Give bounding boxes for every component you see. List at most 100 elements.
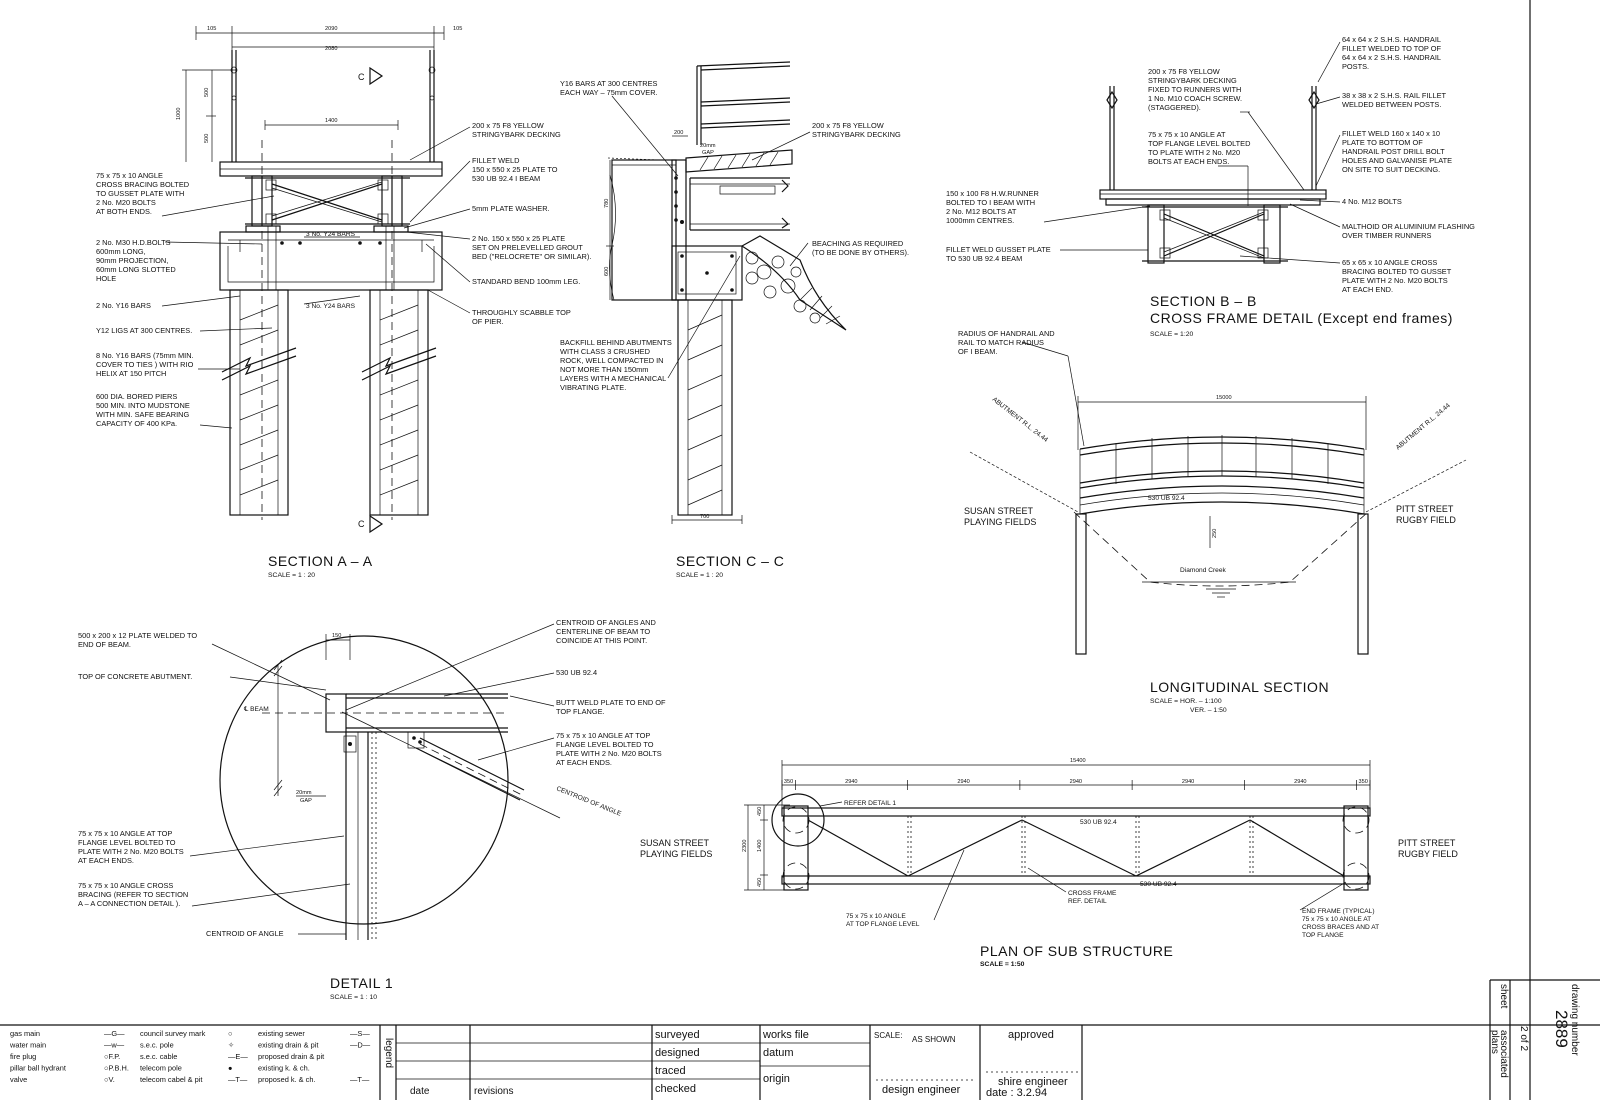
dim-cc-780: 780: [604, 199, 610, 208]
dim-plan-450-bottom: 450: [757, 878, 763, 887]
plan-left-site-line1: SUSAN STREET: [640, 838, 710, 848]
note-bb-r1-line2: FILLET WELDED TO TOP OF: [1342, 44, 1441, 53]
long-right-site-line2: RUGBY FIELD: [1396, 515, 1456, 525]
note-aa-l2-line2: 600mm LONG,: [96, 247, 146, 256]
section-aa-scale: SCALE = 1 : 20: [268, 572, 315, 579]
dim-105-left: 105: [207, 26, 216, 32]
note-aa-l3: 2 No. Y16 BARS: [96, 301, 151, 310]
note-long-radius-line3: OF I BEAM.: [958, 347, 997, 356]
title-date-header: date: [410, 1086, 430, 1097]
note-aa-l2-line5: HOLE: [96, 274, 116, 283]
title-revisions-header: revisions: [474, 1086, 513, 1097]
note-bb-r3-line3: HANDRAIL POST DRILL BOLT: [1342, 147, 1445, 156]
dim-500-upper: 500: [204, 88, 210, 97]
plan-bay-dim: 350: [1359, 779, 1368, 785]
plan-bay-dim: 350: [784, 779, 793, 785]
note-bb-c2-line3: TO PLATE WITH 2 No. M20: [1148, 148, 1240, 157]
note-bb-c2-line1: 75 x 75 x 10 ANGLE AT: [1148, 130, 1226, 139]
note-aa-l1-line3: TO GUSSET PLATE WITH: [96, 189, 184, 198]
plan-angle-note-line1: 75 x 75 x 10 ANGLE: [846, 913, 906, 920]
dim-2080: 2080: [325, 46, 337, 52]
note-cc-n3-line2: (TO BE DONE BY OTHERS).: [812, 248, 909, 257]
plan-end-frame-line2: 75 x 75 x 10 ANGLE AT: [1302, 916, 1371, 923]
note-cc-n2-line2: STRINGYBARK DECKING: [812, 130, 901, 139]
note-d1-n6-line4: AT EACH ENDS.: [556, 758, 612, 767]
long-beam-label: 530 UB 92.4: [1148, 495, 1185, 502]
dim-plan-1400: 1400: [757, 840, 763, 852]
note-bb-r6-line4: AT EACH END.: [1342, 285, 1393, 294]
title-checked: checked: [655, 1083, 696, 1095]
note-aa-l5-line3: HELIX AT 150 PITCH: [96, 369, 166, 378]
note-bb-l2-line1: FILLET WELD GUSSET PLATE: [946, 245, 1051, 254]
plan-end-frame-line1: END FRAME (TYPICAL): [1302, 908, 1375, 915]
note-bb-r6-line1: 65 x 65 x 10 ANGLE CROSS: [1342, 258, 1437, 267]
note-d1-n3-line3: COINCIDE AT THIS POINT.: [556, 636, 647, 645]
dim-1400: 1400: [325, 118, 337, 124]
legend-item-label: pillar ball hydrant: [10, 1064, 66, 1073]
dim-cc-gap: GAP: [702, 150, 714, 156]
legend-item-symbol: ○F.P.: [104, 1052, 120, 1061]
note-d1-l2-line1: 75 x 75 x 10 ANGLE CROSS: [78, 881, 173, 890]
note-cc-n4-line5: LAYERS WITH A MECHANICAL: [560, 374, 666, 383]
title-datum: datum: [763, 1047, 794, 1059]
note-aa-bars-top: 3 No. Y24 BARS: [306, 231, 356, 238]
dim-cc-20mm: 20mm: [700, 143, 716, 149]
detail1-beam-cl: ℄ BEAM: [244, 706, 269, 713]
dim-d1-gap: GAP: [300, 798, 312, 804]
plan-beam-bottom: 530 UB 92.4: [1140, 881, 1177, 888]
note-cc-n4-line1: BACKFILL BEHIND ABUTMENTS: [560, 338, 672, 347]
note-d1-n2: TOP OF CONCRETE ABUTMENT.: [78, 672, 192, 681]
svg-text:RADIUS OF HANDRAIL ANDRAIL TO: RADIUS OF HANDRAIL ANDRAIL TO MATCH RADI…: [958, 329, 1055, 356]
note-aa-l6-line4: CAPACITY OF 400 KPa.: [96, 419, 177, 428]
note-aa-n4-line3: BED ("RELOCRETE" OR SIMILAR).: [472, 252, 591, 261]
long-right-site-line1: PITT STREET: [1396, 504, 1454, 514]
note-long-radius-line2: RAIL TO MATCH RADIUS: [958, 338, 1044, 347]
legend-item-label: gas main: [10, 1029, 40, 1038]
section-aa-title: SECTION A – A: [268, 553, 373, 569]
note-d1-l3: CENTROID OF ANGLE: [206, 929, 284, 938]
note-d1-n3-line2: CENTERLINE OF BEAM TO: [556, 627, 650, 636]
note-aa-n4-line2: SET ON PRELEVELLED GROUT: [472, 243, 583, 252]
legend-item-label: proposed drain & pit: [258, 1052, 324, 1061]
legend-item-symbol: —D—: [350, 1041, 371, 1050]
note-d1-l2-line2: BRACING (REFER TO SECTION: [78, 890, 188, 899]
plan-bay-dim: 2940: [957, 779, 969, 785]
note-bb-r4: 4 No. M12 BOLTS: [1342, 197, 1402, 206]
note-bb-c1-line4: 1 No. M10 COACH SCREW.: [1148, 94, 1242, 103]
section-cc-scale: SCALE = 1 : 20: [676, 572, 723, 579]
note-bb-l1-line3: 2 No. M12 BOLTS AT: [946, 207, 1017, 216]
legend-item-symbol: ○V.: [104, 1075, 115, 1084]
note-bb-c1-line3: FIXED TO RUNNERS WITH: [1148, 85, 1241, 94]
plan-bay-dim: 2940: [1182, 779, 1194, 785]
legend-item-label: s.e.c. pole: [140, 1041, 174, 1050]
note-aa-n1-line1: 200 x 75 F8 YELLOW: [472, 121, 544, 130]
plan-right-site-line1: PITT STREET: [1398, 838, 1456, 848]
note-d1-l1-line2: FLANGE LEVEL BOLTED TO: [78, 838, 176, 847]
note-aa-l6-line1: 600 DIA. BORED PIERS: [96, 392, 177, 401]
legend-item-symbol: —T—: [350, 1075, 370, 1084]
legend-item-label: water main: [9, 1041, 46, 1050]
note-bb-c1-line2: STRINGYBARK DECKING: [1148, 76, 1237, 85]
title-traced: traced: [655, 1065, 686, 1077]
note-bb-c1-line1: 200 x 75 F8 YELLOW: [1148, 67, 1220, 76]
note-aa-n3: 5mm PLATE WASHER.: [472, 204, 550, 213]
legend-item-label: telecom cabel & pit: [140, 1075, 202, 1084]
note-aa-l4: Y12 LIGS AT 300 CENTRES.: [96, 326, 192, 335]
